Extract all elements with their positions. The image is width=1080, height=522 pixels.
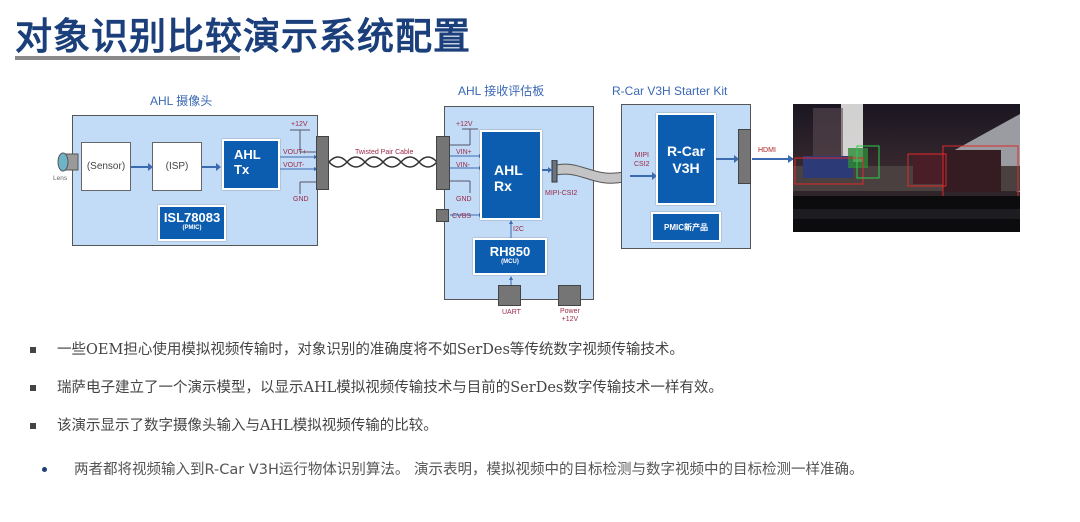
receiver-gnd-label: GND bbox=[456, 196, 472, 203]
bullet-text: 该演示显示了数字摄像头输入与AHL模拟视频传输的比较。 bbox=[57, 418, 438, 434]
mcu-main-label: RH850 bbox=[489, 244, 531, 259]
rcar-pmic-chip: PMIC新产品 bbox=[651, 212, 721, 242]
sub-bullet-text: 两者都将视频输入到R-Car V3H运行物体识别算法。 演示表明，模拟视频中的目… bbox=[74, 462, 864, 478]
bullet-square-icon bbox=[30, 423, 36, 429]
power-label-line1: Power bbox=[560, 308, 580, 315]
mipi-ribbon-cable bbox=[542, 160, 630, 190]
ahl-tx-line1: AHL bbox=[234, 147, 261, 162]
bullet-text: 一些OEM担心使用模拟视频传输时，对象识别的准确度将不如SerDes等传统数字视… bbox=[57, 342, 684, 358]
power-label-line2: +12V bbox=[561, 316, 579, 323]
ahl-rx-chip: AHL Rx bbox=[480, 130, 542, 220]
bullet-dot-icon bbox=[42, 467, 47, 472]
page-title: 对象识别比较演示系统配置 bbox=[15, 15, 471, 58]
bullet-square-icon bbox=[30, 385, 36, 391]
camera-12v-label: +12V bbox=[291, 121, 308, 128]
ahl-rx-line2: Rx bbox=[494, 178, 512, 194]
isp-box: (ISP) bbox=[152, 142, 202, 191]
object-detection-output-image bbox=[793, 104, 1020, 232]
power-label: Power +12V bbox=[560, 308, 580, 324]
bullet-text: 瑞萨电子建立了一个演示模型，以显示AHL模拟视频传输技术与目前的SerDes数字… bbox=[57, 380, 723, 396]
rcar-soc-line1: R-Car bbox=[666, 143, 706, 159]
receiver-12v-label: +12V bbox=[456, 121, 473, 128]
rh850-mcu-chip: RH850 (MCU) bbox=[473, 238, 547, 275]
sub-bullet-item: 两者都将视频输入到R-Car V3H运行物体识别算法。 演示表明，模拟视频中的目… bbox=[42, 457, 1062, 483]
bullet-square-icon bbox=[30, 347, 36, 353]
rcar-input-arrow bbox=[630, 172, 657, 180]
pmic-main-label: ISL78083 bbox=[163, 210, 221, 225]
receiver-block-title: AHL 接收评估板 bbox=[458, 84, 545, 98]
uart-label: UART bbox=[502, 309, 521, 316]
twisted-pair-cable bbox=[329, 156, 438, 168]
vin-plus-label: VIN+ bbox=[456, 149, 472, 156]
receiver-connector bbox=[436, 136, 450, 190]
mcu-sub-label: (MCU) bbox=[501, 259, 519, 265]
cvbs-connector bbox=[436, 209, 449, 222]
pmic-sub-label: (PMIC) bbox=[182, 225, 202, 231]
ahl-tx-chip: AHL Tx bbox=[222, 139, 280, 190]
camera-block-title: AHL 摄像头 bbox=[150, 94, 213, 108]
ahl-rx-line1: AHL bbox=[494, 162, 523, 178]
lens-label: Lens bbox=[53, 175, 68, 182]
rcar-mipi-line2: CSI2 bbox=[634, 161, 650, 168]
cable-label: Twisted Pair Cable bbox=[355, 149, 414, 156]
title-underline bbox=[15, 56, 240, 60]
sensor-label: (Sensor) bbox=[86, 161, 126, 172]
isl78083-pmic-chip: ISL78083 (PMIC) bbox=[158, 205, 226, 241]
lens-icon bbox=[57, 152, 79, 172]
rcar-mipi-line1: MIPI bbox=[634, 152, 649, 159]
rcar-block-title: R-Car V3H Starter Kit bbox=[612, 84, 728, 98]
mipi-csi2-label: MIPI-CSI2 bbox=[545, 190, 578, 197]
i2c-label: I2C bbox=[513, 226, 524, 233]
power-connector bbox=[558, 285, 581, 306]
camera-gnd-label: GND bbox=[293, 196, 309, 203]
isp-label: (ISP) bbox=[165, 161, 189, 172]
rcar-soc-line2: V3H bbox=[672, 160, 700, 176]
camera-arrows bbox=[131, 163, 221, 171]
vout-plus-label: VOUT+ bbox=[283, 149, 307, 156]
ahl-tx-line2: Tx bbox=[234, 162, 250, 177]
cvbs-label: CVBS bbox=[452, 213, 472, 220]
rcar-v3h-chip: R-Car V3H bbox=[656, 113, 716, 205]
vout-minus-label: VOUT- bbox=[283, 162, 305, 169]
hdmi-label: HDMI bbox=[758, 147, 776, 154]
rcar-mipi-label: MIPI CSI2 bbox=[634, 151, 650, 169]
vin-minus-label: VIN- bbox=[456, 162, 470, 169]
hdmi-connector bbox=[738, 129, 751, 184]
rcar-output-arrows bbox=[716, 155, 794, 163]
camera-connector bbox=[316, 136, 329, 190]
sensor-box: (Sensor) bbox=[81, 142, 131, 191]
uart-connector bbox=[498, 285, 521, 306]
